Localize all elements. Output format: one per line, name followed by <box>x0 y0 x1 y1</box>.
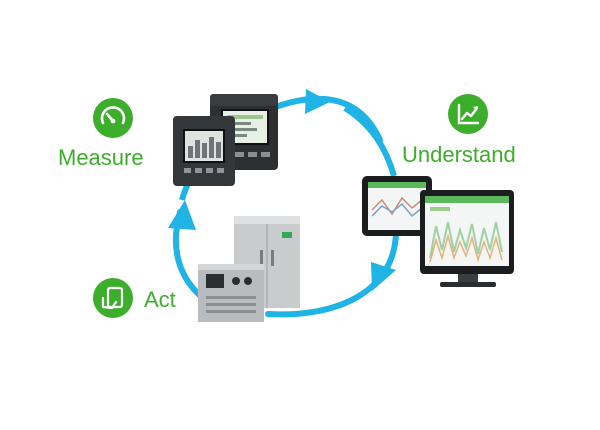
understand-badge <box>448 94 488 134</box>
measure-badge <box>93 98 133 138</box>
gauge-icon <box>100 106 126 125</box>
measure-label: Measure <box>58 145 144 170</box>
front-cabinet <box>198 264 264 322</box>
monitor-display <box>420 190 514 287</box>
power-meter-front <box>173 116 235 186</box>
arrow-understand-to-act <box>265 229 399 318</box>
arrowhead-top <box>305 89 330 114</box>
understand-label: Understand <box>402 142 516 167</box>
trend-chart-icon <box>457 103 480 125</box>
arrowhead-right <box>371 262 396 291</box>
act-badge <box>93 278 133 318</box>
act-label: Act <box>144 287 176 312</box>
arrow-top-right <box>343 105 397 177</box>
arrowhead-left <box>168 200 196 230</box>
hand-tablet-icon <box>101 286 124 310</box>
tablet-display <box>362 176 432 236</box>
